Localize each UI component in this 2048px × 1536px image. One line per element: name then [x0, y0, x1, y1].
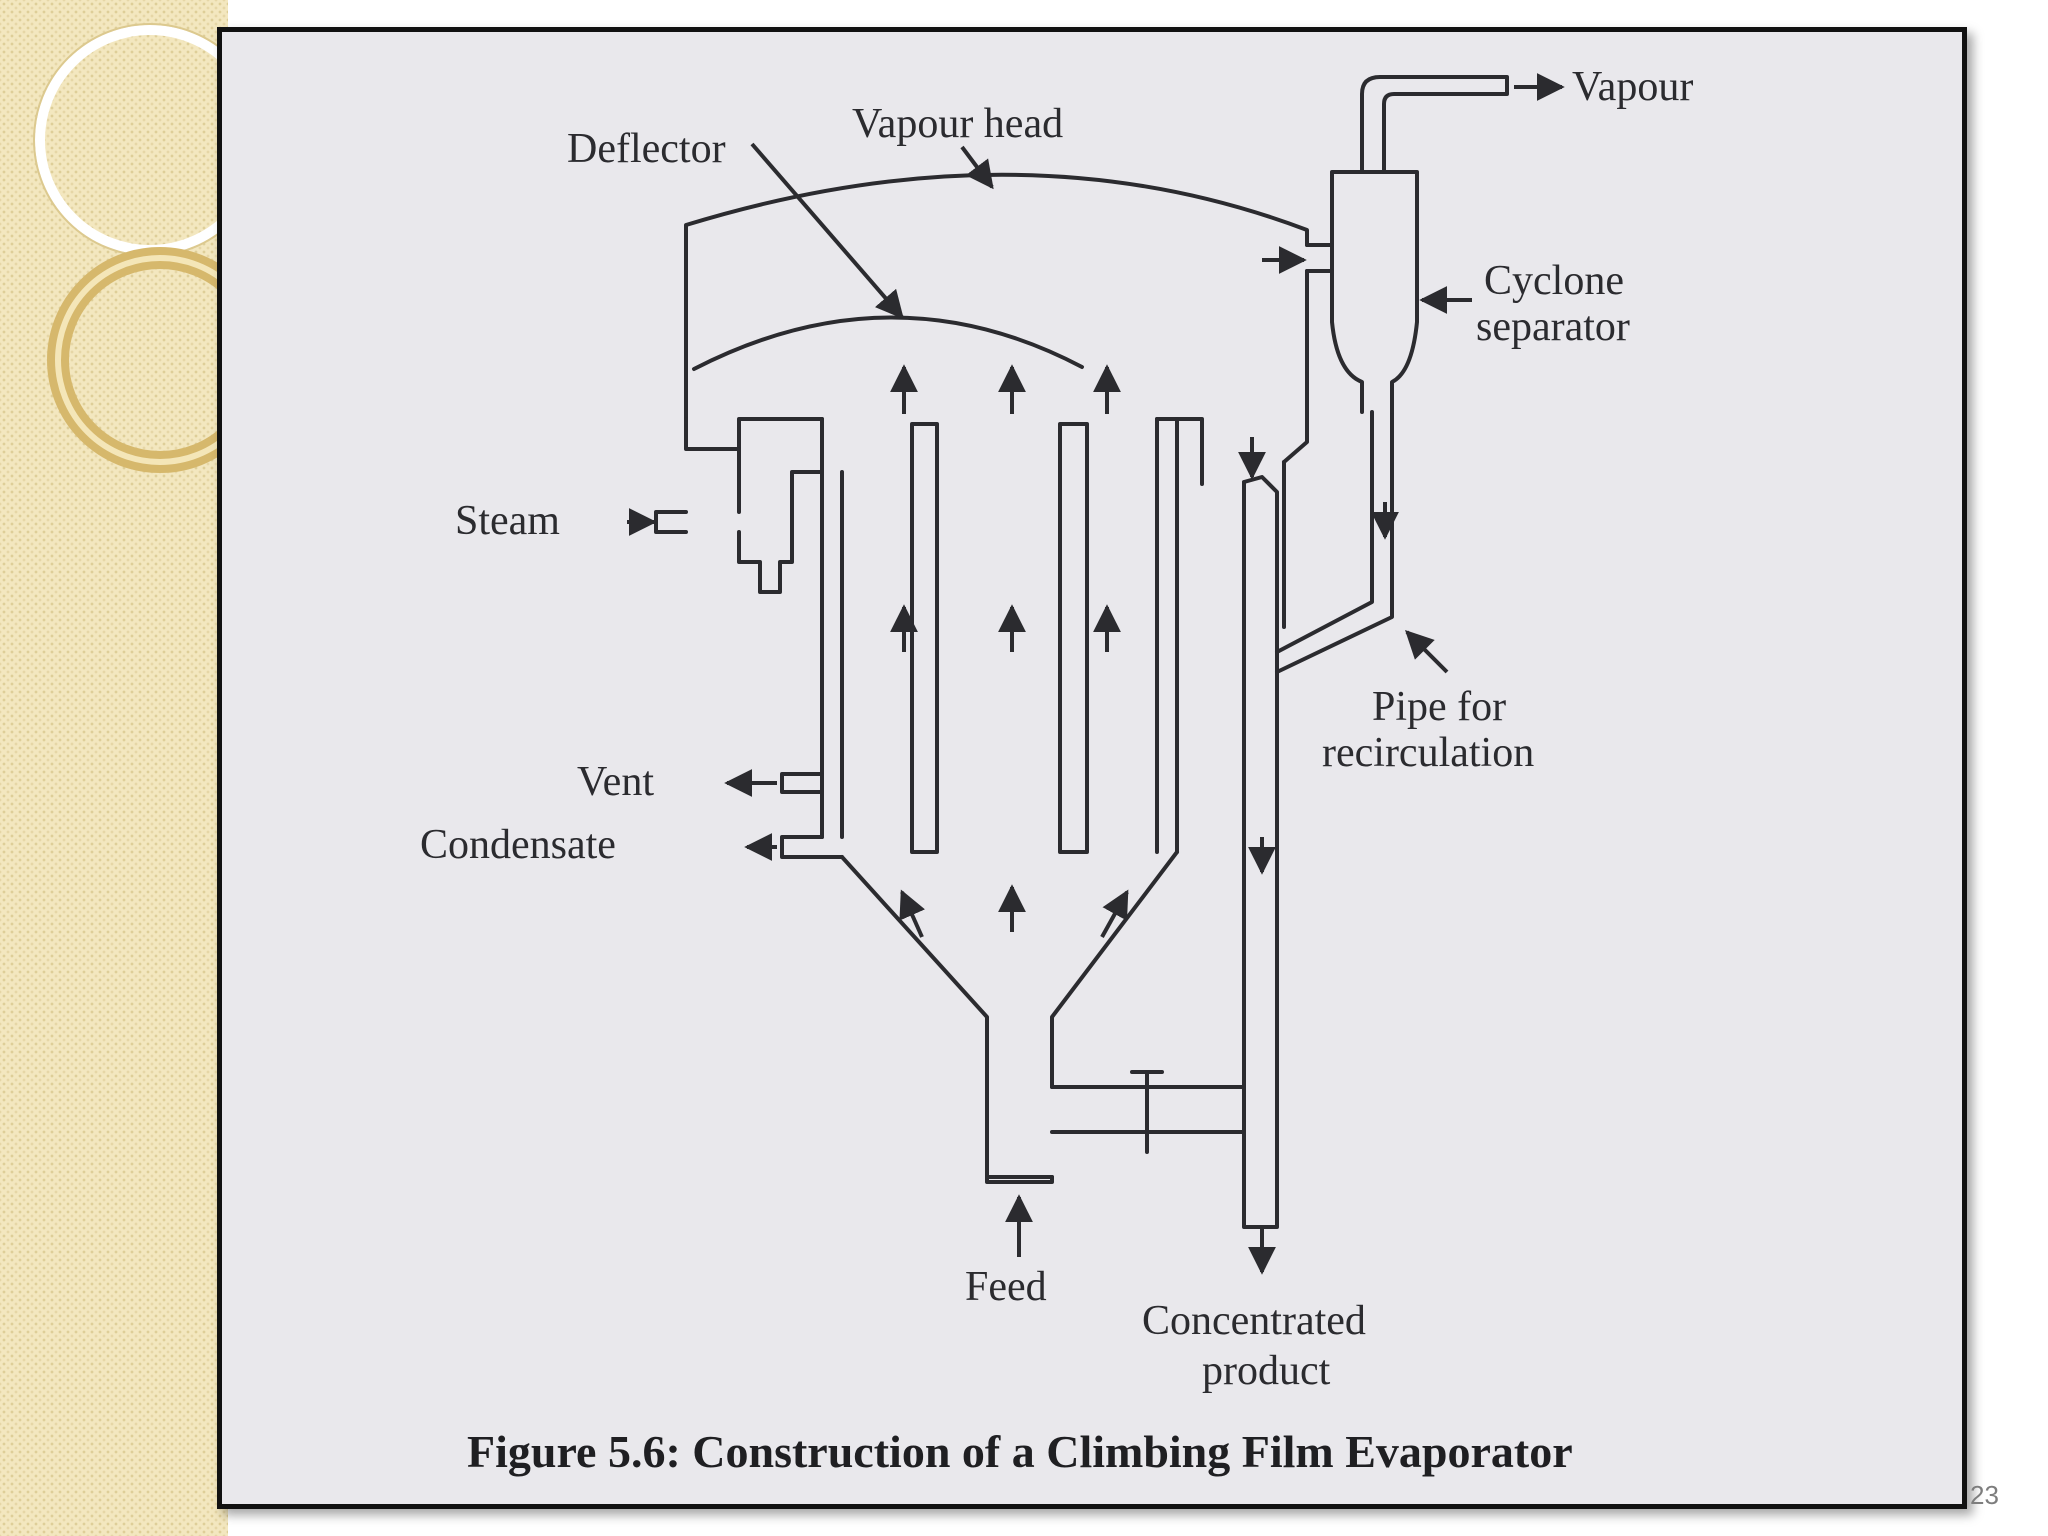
arrow-pipe-recirc — [1405, 630, 1449, 674]
decorative-ring-large-edge — [33, 23, 240, 257]
arrow-flow-low-3 — [1100, 889, 1129, 938]
cyclone-body — [1330, 170, 1419, 414]
deflector-plate — [692, 315, 1084, 371]
label-product-line1: Concentrated — [1142, 1298, 1366, 1344]
vapour-outlet-pipe — [1360, 75, 1509, 174]
label-vapour: Vapour — [1572, 64, 1693, 110]
label-vapour-head: Vapour head — [852, 101, 1063, 147]
steam-jacket-left — [684, 417, 824, 451]
cone-bottom — [840, 850, 1179, 1184]
arrow-deflector — [750, 142, 904, 320]
calandria-right-wall — [1155, 417, 1179, 854]
figure-frame: Vapour Vapour head Deflector Cyclone sep… — [217, 27, 1967, 1509]
label-cyclone-line2: separator — [1476, 304, 1630, 350]
vent-nozzle — [780, 772, 824, 794]
steam-jacket-right — [1155, 417, 1204, 486]
label-pipe-line2: recirculation — [1322, 730, 1534, 776]
label-steam: Steam — [455, 498, 560, 544]
tube-2 — [1058, 422, 1089, 854]
label-pipe-line1: Pipe for — [1372, 684, 1506, 730]
figure-caption: Figure 5.6: Construction of a Climbing F… — [467, 1426, 1573, 1477]
label-feed: Feed — [965, 1264, 1047, 1310]
page-number: 23 — [1970, 1480, 1999, 1510]
arrow-vapour-head — [960, 145, 994, 190]
decorative-ring-large — [35, 25, 240, 255]
steam-chest-body — [737, 447, 824, 594]
evaporator-diagram: Vapour Vapour head Deflector Cyclone sep… — [420, 64, 1693, 1477]
vapour-head-return — [1282, 269, 1309, 464]
cyclone-inlet — [1305, 243, 1334, 273]
decorative-rings — [33, 23, 240, 473]
label-deflector: Deflector — [567, 126, 726, 172]
arrow-flow-low-1 — [899, 889, 926, 938]
calandria-left-wall — [820, 417, 844, 839]
valve-stem — [1130, 1070, 1164, 1154]
label-condensate: Condensate — [420, 822, 616, 868]
steam-inlet-nozzle — [654, 510, 688, 534]
vapour-head-outline — [684, 172, 1309, 421]
label-vent: Vent — [577, 759, 654, 805]
label-cyclone-line1: Cyclone — [1484, 258, 1624, 304]
tube-1 — [910, 422, 939, 854]
label-product-line2: product — [1202, 1348, 1331, 1394]
return-leg-elbow — [1275, 410, 1394, 674]
condensate-nozzle — [780, 835, 844, 859]
decorative-ring-gold-highlight — [55, 255, 240, 465]
